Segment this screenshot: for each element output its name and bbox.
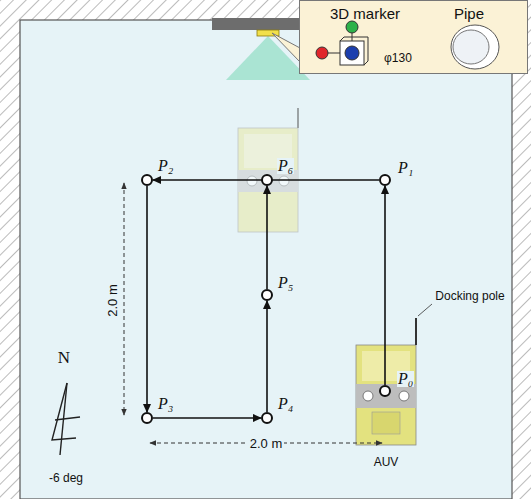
path-arrow	[266, 301, 268, 412]
waypoint-node: P₁	[379, 174, 391, 186]
waypoint-label: P₅	[277, 275, 294, 291]
angle-label: -6 deg	[49, 471, 83, 485]
pool-water	[20, 20, 512, 499]
waypoint-circle	[141, 174, 153, 186]
dimension-label: 2.0 m	[248, 436, 285, 451]
waypoint-label: P₂	[157, 158, 174, 174]
waypoint-node: P₄	[261, 412, 273, 424]
part-label: 3D marker	[330, 5, 400, 22]
waypoint-circle	[261, 412, 273, 424]
waypoint-circle	[261, 174, 273, 186]
dimension-label: φ130	[384, 51, 412, 65]
leader-line	[418, 304, 432, 316]
waypoint-circle	[379, 385, 391, 397]
auv	[356, 318, 416, 445]
waypoint-node: P₂	[141, 174, 153, 186]
docking-pole	[415, 318, 417, 345]
part-label: Docking pole	[435, 289, 504, 303]
waypoint-label: P₁	[397, 160, 414, 176]
path-arrow	[384, 186, 386, 385]
part-label: Pipe	[454, 5, 484, 22]
dimension-line	[124, 183, 125, 415]
callout-pointer	[272, 33, 300, 62]
waypoint-circle	[261, 289, 273, 301]
path-arrow	[266, 186, 268, 289]
waypoint-label: P₆	[277, 158, 294, 174]
north-label: N	[58, 348, 70, 368]
waypoint-label: P₀	[397, 371, 414, 387]
waypoint-node: P₀	[379, 385, 391, 397]
waypoint-circle	[141, 412, 153, 424]
callout-box: 3D marker Pipe φ130	[299, 0, 528, 74]
part-label: AUV	[374, 455, 399, 469]
waypoint-label: P₃	[157, 396, 174, 412]
waypoint-circle	[379, 174, 391, 186]
path-arrow	[153, 417, 261, 419]
dimension-label: 2.0 m	[104, 282, 119, 319]
waypoint-label: P₄	[277, 396, 294, 412]
waypoint-node: P₃	[141, 412, 153, 424]
north-arrow	[52, 383, 80, 455]
path-arrow	[146, 186, 148, 412]
waypoint-node: P₅	[261, 289, 273, 301]
waypoint-node: P₆	[261, 174, 273, 186]
auv-ghost	[238, 108, 298, 232]
